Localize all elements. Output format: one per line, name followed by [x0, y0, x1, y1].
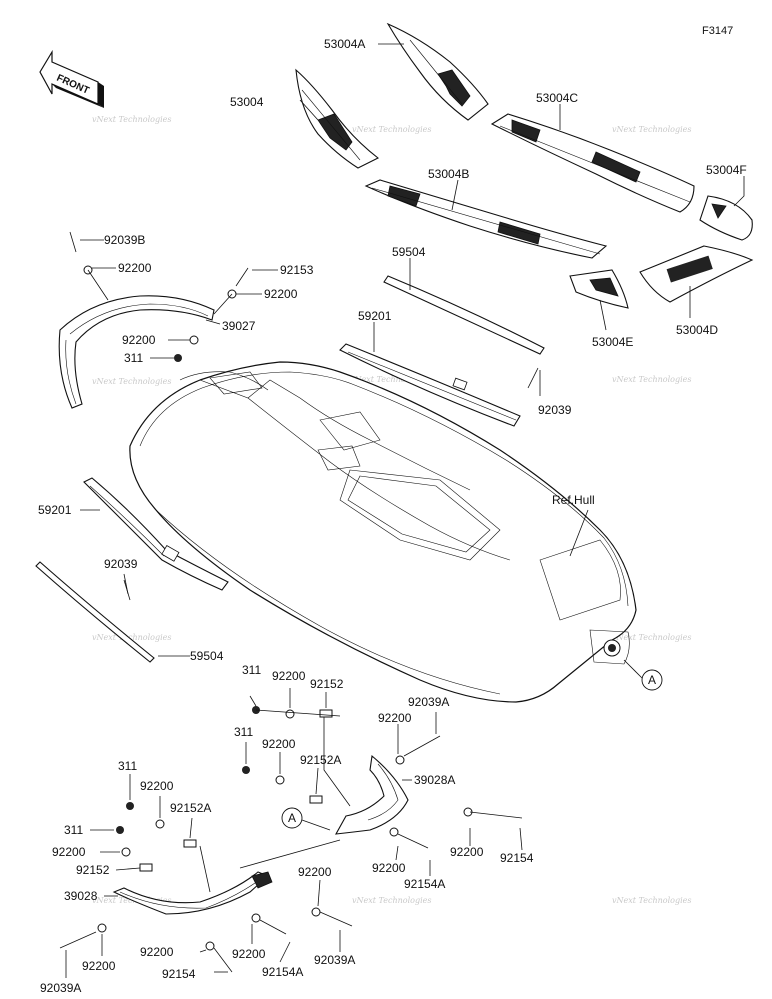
callouts: 53004A 53004 53004C 53004B 53004F 53004E…	[38, 37, 747, 995]
callout-92200-i: 92200	[450, 845, 484, 859]
callout-53004F: 53004F	[706, 163, 747, 177]
callout-92200-e: 92200	[378, 711, 412, 725]
mat-59504-lower[interactable]	[35, 561, 155, 663]
mat-59201-lower[interactable]	[83, 477, 229, 591]
callout-311-e: 311	[64, 823, 83, 837]
callout-92200-m: 92200	[140, 945, 174, 959]
watermark: vNext Technologies	[612, 375, 691, 384]
callout-92152A-a: 92152A	[300, 753, 341, 767]
watermark: vNext Technologies	[612, 633, 691, 642]
mat-59201-upper[interactable]	[339, 343, 521, 427]
callout-59201-lower: 59201	[38, 503, 72, 517]
decal-53004C[interactable]	[490, 113, 695, 213]
svg-text:A: A	[288, 811, 296, 825]
callout-53004D: 53004D	[676, 323, 718, 337]
ref-marker-a-rail: A	[281, 807, 303, 829]
callout-92039A-b: 92039A	[314, 953, 355, 967]
fasteners-upper	[69, 231, 539, 601]
decal-53004F[interactable]	[699, 195, 753, 241]
callout-311-a: 311	[124, 351, 143, 365]
rail-39028[interactable]	[112, 871, 273, 915]
callout-59504-lower: 59504	[190, 649, 224, 663]
callout-92039A-c: 92039A	[40, 981, 81, 995]
decal-53004D[interactable]	[639, 245, 754, 303]
callout-311-c: 311	[234, 725, 253, 739]
callout-92200-l: 92200	[232, 947, 266, 961]
callout-311-d: 311	[118, 759, 137, 773]
callout-92200-h: 92200	[52, 845, 86, 859]
ref-hull-label: Ref.Hull	[552, 493, 595, 507]
fasteners-lower	[59, 706, 523, 973]
watermark: vNext Technologies	[352, 896, 431, 905]
callout-59201-upper: 59201	[358, 309, 392, 323]
callout-92200-g: 92200	[140, 779, 174, 793]
callout-92200-k: 92200	[298, 865, 332, 879]
callout-92039-lower: 92039	[104, 557, 138, 571]
callout-92200-d: 92200	[272, 669, 306, 683]
ref-marker-a-hull: A	[641, 669, 663, 691]
callout-92200-j: 92200	[372, 861, 406, 875]
watermark: vNext Technologies	[612, 125, 691, 134]
decal-53004A[interactable]	[386, 22, 489, 121]
watermark: vNext Technologies	[92, 633, 171, 642]
callout-92039B: 92039B	[104, 233, 145, 247]
callout-92154-a: 92154	[500, 851, 534, 865]
callout-59504-upper: 59504	[392, 245, 426, 259]
callout-53004: 53004	[230, 95, 264, 109]
callout-53004A: 53004A	[324, 37, 365, 51]
watermark: vNext Technologies	[92, 377, 171, 386]
callout-92200-c: 92200	[122, 333, 156, 347]
callout-92154A-b: 92154A	[262, 965, 303, 979]
callout-92154A-a: 92154A	[404, 877, 445, 891]
callout-92039A-a: 92039A	[408, 695, 449, 709]
watermark: vNext Technologies	[352, 125, 431, 134]
mat-59504-upper[interactable]	[383, 275, 545, 355]
callout-53004B: 53004B	[428, 167, 469, 181]
callout-92153: 92153	[280, 263, 314, 277]
callout-92152A-b: 92152A	[170, 801, 211, 815]
svg-text:A: A	[648, 673, 656, 687]
rail-39027[interactable]	[58, 295, 215, 409]
callout-92152: 92152	[310, 677, 344, 691]
decal-53004[interactable]	[295, 68, 380, 169]
leader-lines	[65, 43, 745, 978]
callout-53004C: 53004C	[536, 91, 578, 105]
callout-53004E: 53004E	[592, 335, 633, 349]
callout-92200-b: 92200	[264, 287, 298, 301]
watermark: vNext Technologies	[92, 115, 171, 124]
callout-92200-n: 92200	[82, 959, 116, 973]
diagram-code: F3147	[702, 25, 733, 37]
callout-311-b: 311	[242, 663, 261, 677]
callout-92200-f: 92200	[262, 737, 296, 751]
callout-39028: 39028	[64, 889, 98, 903]
watermark: vNext Technologies	[612, 896, 691, 905]
callout-39028A: 39028A	[414, 773, 455, 787]
callout-39027: 39027	[222, 319, 256, 333]
watermark: vNext Technologies	[350, 375, 429, 384]
callout-92154-b: 92154	[162, 967, 196, 981]
front-arrow-icon: FRONT	[39, 49, 104, 108]
rail-39028A[interactable]	[335, 754, 409, 835]
callout-92152-b: 92152	[76, 863, 110, 877]
hull	[129, 361, 637, 703]
callout-92200-a: 92200	[118, 261, 152, 275]
decal-53004E[interactable]	[569, 269, 629, 309]
callout-92039-upper: 92039	[538, 403, 572, 417]
